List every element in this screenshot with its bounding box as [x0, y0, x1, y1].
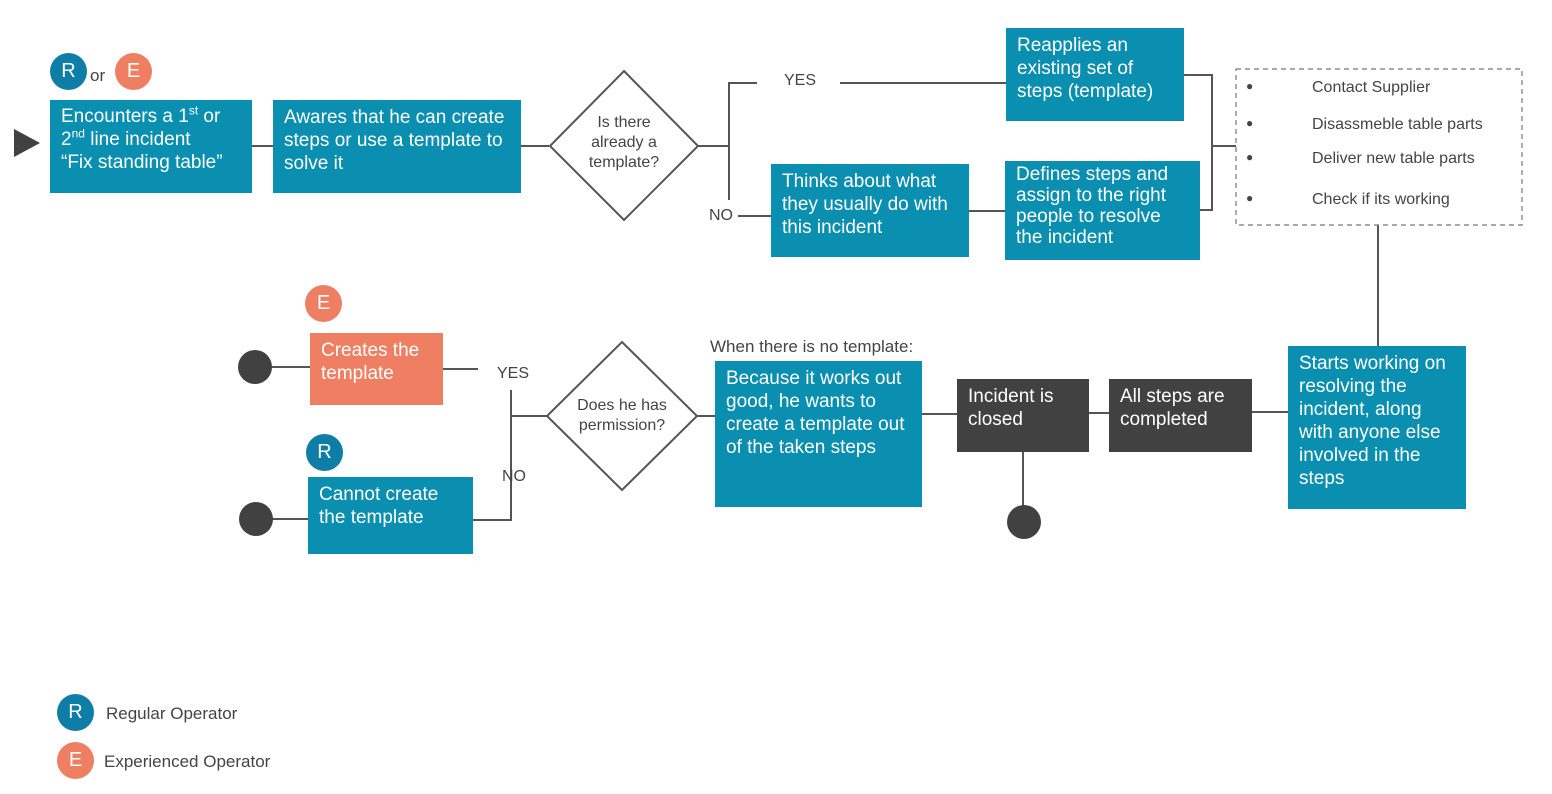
decision-permission-diamond: [545, 340, 699, 492]
legend-experienced-badge: E: [57, 742, 94, 779]
checklist-text: Deliver new table parts: [1312, 150, 1475, 167]
bullet-icon: ●: [1246, 116, 1254, 130]
encounters-line-2: 2: [61, 129, 72, 150]
legend-experienced-text: Experienced Operator: [104, 752, 271, 771]
all-steps-box: All steps are completed: [1109, 379, 1252, 452]
connector-right-merge: [1183, 74, 1213, 211]
awares-box: Awares that he can create steps or use a…: [273, 100, 521, 193]
experienced-operator-badge-2: E: [305, 285, 342, 322]
end-node-creates: [238, 350, 272, 384]
end-node-cannot: [239, 502, 273, 536]
encounters-line-incident: line incident: [84, 129, 191, 150]
no-label: NO: [709, 207, 733, 224]
checklist-item: ● Deliver new table parts: [1236, 150, 1522, 170]
yes-label-2: YES: [497, 365, 530, 382]
checklist-text: Contact Supplier: [1312, 79, 1431, 96]
connector-branch-2: [473, 390, 512, 521]
checklist-frame: [1235, 68, 1523, 226]
reapplies-box: Reapplies an existing set of steps (temp…: [1006, 28, 1184, 121]
incident-title: “Fix standing table”: [61, 152, 223, 173]
starts-working-box: Starts working on resolving the incident…: [1288, 346, 1466, 509]
legend-regular-text: Regular Operator: [106, 704, 238, 723]
ordinal-nd: nd: [71, 126, 85, 141]
decision-permission-text: Does he has permission?: [577, 397, 667, 434]
regular-operator-badge-2: R: [306, 434, 343, 471]
incident-closed-box: Incident is closed: [957, 379, 1089, 452]
because-box: Because it works out good, he wants to c…: [715, 361, 922, 507]
checklist-text: Disassmeble table parts: [1312, 116, 1483, 133]
experienced-operator-badge: E: [115, 53, 152, 90]
creates-template-box: Creates the template: [310, 333, 443, 405]
bullet-icon: ●: [1246, 79, 1254, 93]
checklist-item: ● Contact Supplier: [1236, 79, 1522, 99]
cannot-create-box: Cannot create the template: [308, 477, 473, 554]
bullet-icon: ●: [1246, 191, 1254, 205]
start-arrow-icon: [14, 129, 40, 157]
no-template-caption: When there is no template:: [710, 337, 914, 356]
legend-regular-badge: R: [57, 694, 94, 731]
regular-operator-badge: R: [50, 53, 87, 90]
yes-label: YES: [784, 72, 817, 89]
end-node-closed: [1007, 505, 1041, 539]
encounters-or: or: [198, 106, 221, 127]
checklist-text: Check if its working: [1312, 191, 1450, 208]
defines-box: Defines steps and assign to the right pe…: [1005, 161, 1200, 260]
bullet-icon: ●: [1246, 150, 1254, 164]
encounters-line-1: Encounters a 1: [61, 106, 189, 127]
decision-template-text: Is there already a template?: [588, 114, 660, 171]
checklist-item: ● Disassmeble table parts: [1236, 116, 1522, 136]
thinks-box: Thinks about what they usually do with t…: [771, 164, 969, 257]
steps-checklist: ● Contact Supplier ● Disassmeble table par…: [1236, 69, 1522, 225]
no-label-2: NO: [502, 468, 526, 485]
decision-template-diamond: [548, 69, 700, 222]
connector-branch-yes: [728, 82, 757, 200]
or-label: or: [90, 66, 106, 85]
ordinal-st: st: [188, 103, 199, 118]
encounters-incident-box: Encounters a 1st or 2nd line incident “F…: [50, 100, 252, 193]
checklist-item: ● Check if its working: [1236, 191, 1522, 211]
